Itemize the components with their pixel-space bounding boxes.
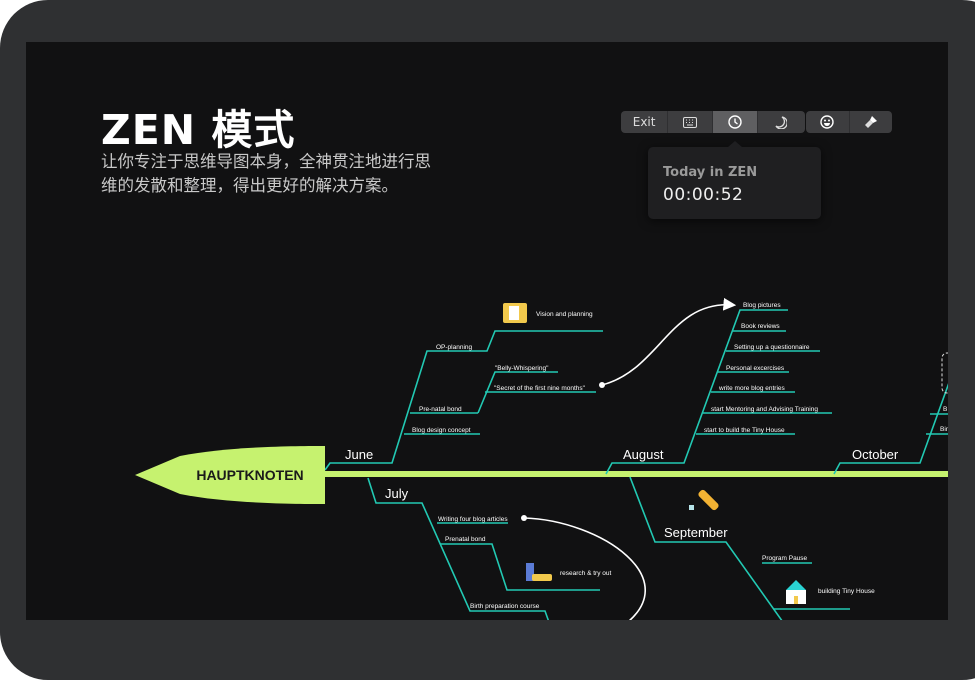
topic-september[interactable]: September [664,525,728,540]
branch-september [629,476,850,620]
zen-toolbar-extra [806,111,892,133]
subtopic[interactable]: "Secret of the first nine months" [494,385,586,392]
subtopic[interactable]: building Tiny House [818,588,875,595]
subtopic[interactable]: start to build the Tiny House [704,427,785,434]
books-icon [526,563,552,581]
mind-map: HAUPTKNOTEN June OP-planning Vision and … [135,297,949,628]
zen-toolbar-main: Exit [621,111,805,133]
page-title: ZEN 模式 [101,106,296,154]
clock-icon [727,115,742,129]
zen-timer-popover: Today in ZEN 00:00:52 [648,141,821,219]
subtitle-line: 让你专注于思维导图本身，全神贯注地进行思 [101,152,431,171]
relationship-curve[interactable] [523,517,646,628]
subtopic[interactable]: Blog design concept [412,427,471,434]
subtopic[interactable]: Personal excercises [726,365,785,372]
topic-august[interactable]: August [623,447,664,462]
subtopic[interactable]: Book reviews [741,323,780,330]
subtopic[interactable]: Program Pause [762,555,808,562]
root-label: HAUPTKNOTEN [196,467,303,483]
branch-july [367,477,600,620]
timer-value: 00:00:52 [663,185,744,205]
page-subtitle: 让你专注于思维导图本身，全神贯注地进行思 维的发散和整理，得出更好的解决方案。 [101,150,481,198]
root-node[interactable] [135,446,325,504]
subtopic[interactable]: OP-planning [436,344,473,351]
branch-june [324,330,603,471]
subtopic[interactable]: Writing four blog articles [438,516,508,523]
emoji-button[interactable] [806,111,850,133]
topic-july[interactable]: July [385,486,409,501]
subtopic[interactable]: Bir [940,426,949,433]
topic-labels: June OP-planning Vision and planning Pre… [345,302,949,610]
timer-button[interactable] [712,111,758,133]
keyboard-button[interactable] [668,111,713,133]
house-icon [786,580,806,604]
branch-august [605,309,832,475]
emoji-icon [820,115,834,129]
brush-button[interactable] [850,111,893,133]
subtopic[interactable]: research & try out [560,570,611,577]
folder-icon [503,303,527,323]
subtopic[interactable]: start Mentoring and Advising Training [711,406,818,413]
topic-october[interactable]: October [852,447,899,462]
dark-mode-button[interactable] [758,111,805,133]
subtopic[interactable]: Setting up a questionnaire [734,344,810,351]
subtopic[interactable]: Pre-natal bond [419,406,462,413]
subtopic[interactable]: "Belly-Whispering" [495,365,549,372]
subtopic[interactable]: Birth preparation course [470,603,540,610]
subtopic[interactable]: B [943,406,947,413]
timer-label: Today in ZEN [663,165,758,180]
keyboard-icon [682,116,697,128]
exit-button[interactable]: Exit [621,111,669,133]
subtopic[interactable]: Blog pictures [743,302,781,309]
moon-icon [775,115,788,129]
subtopic[interactable]: write more blog entries [718,385,785,392]
subtitle-line: 维的发散和整理，得出更好的解决方案。 [101,176,398,195]
brush-icon [864,116,877,128]
subtopic[interactable]: Vision and planning [536,311,593,318]
topic-june[interactable]: June [345,447,373,462]
pencil-icon [689,489,719,511]
branch-october [833,352,948,475]
subtopic[interactable]: Prenatal bond [445,536,486,543]
relationship-arrow[interactable] [601,297,737,386]
